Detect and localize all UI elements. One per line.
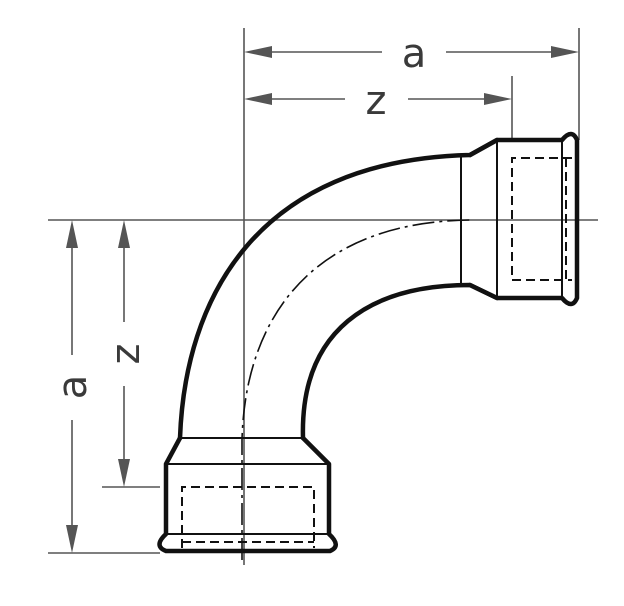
right-socket (467, 131, 580, 307)
dimension-left-z: z (103, 220, 149, 487)
arrow-head (66, 525, 78, 553)
dimension-label-left-z: z (103, 344, 149, 365)
right-socket-outline (467, 131, 580, 307)
extension-lines (48, 28, 598, 565)
bottom-socket-hidden-bore (181, 486, 315, 548)
dimension-label-left-a: a (50, 375, 96, 400)
arrow-head (118, 459, 130, 487)
arrow-head (244, 93, 272, 105)
bottom-socket (157, 435, 338, 554)
arrow-head (244, 46, 272, 58)
right-socket-hidden-bore (511, 157, 572, 281)
dimension-label-top-a: a (402, 31, 427, 77)
bend-outer-contour (177, 137, 500, 441)
dimension-left-a: a (50, 220, 96, 553)
arrow-head (66, 220, 78, 248)
dimension-label-top-z: z (366, 78, 387, 124)
arrow-head (118, 220, 130, 248)
dimension-top-z: z (244, 78, 512, 124)
arrow-head (551, 46, 579, 58)
bend-body (177, 137, 500, 560)
dimension-top-a: a (244, 31, 579, 77)
bottom-socket-outline (157, 435, 338, 554)
bend-center-line (241, 219, 471, 560)
arrow-head (484, 93, 512, 105)
bend-inner-contour (300, 282, 500, 441)
